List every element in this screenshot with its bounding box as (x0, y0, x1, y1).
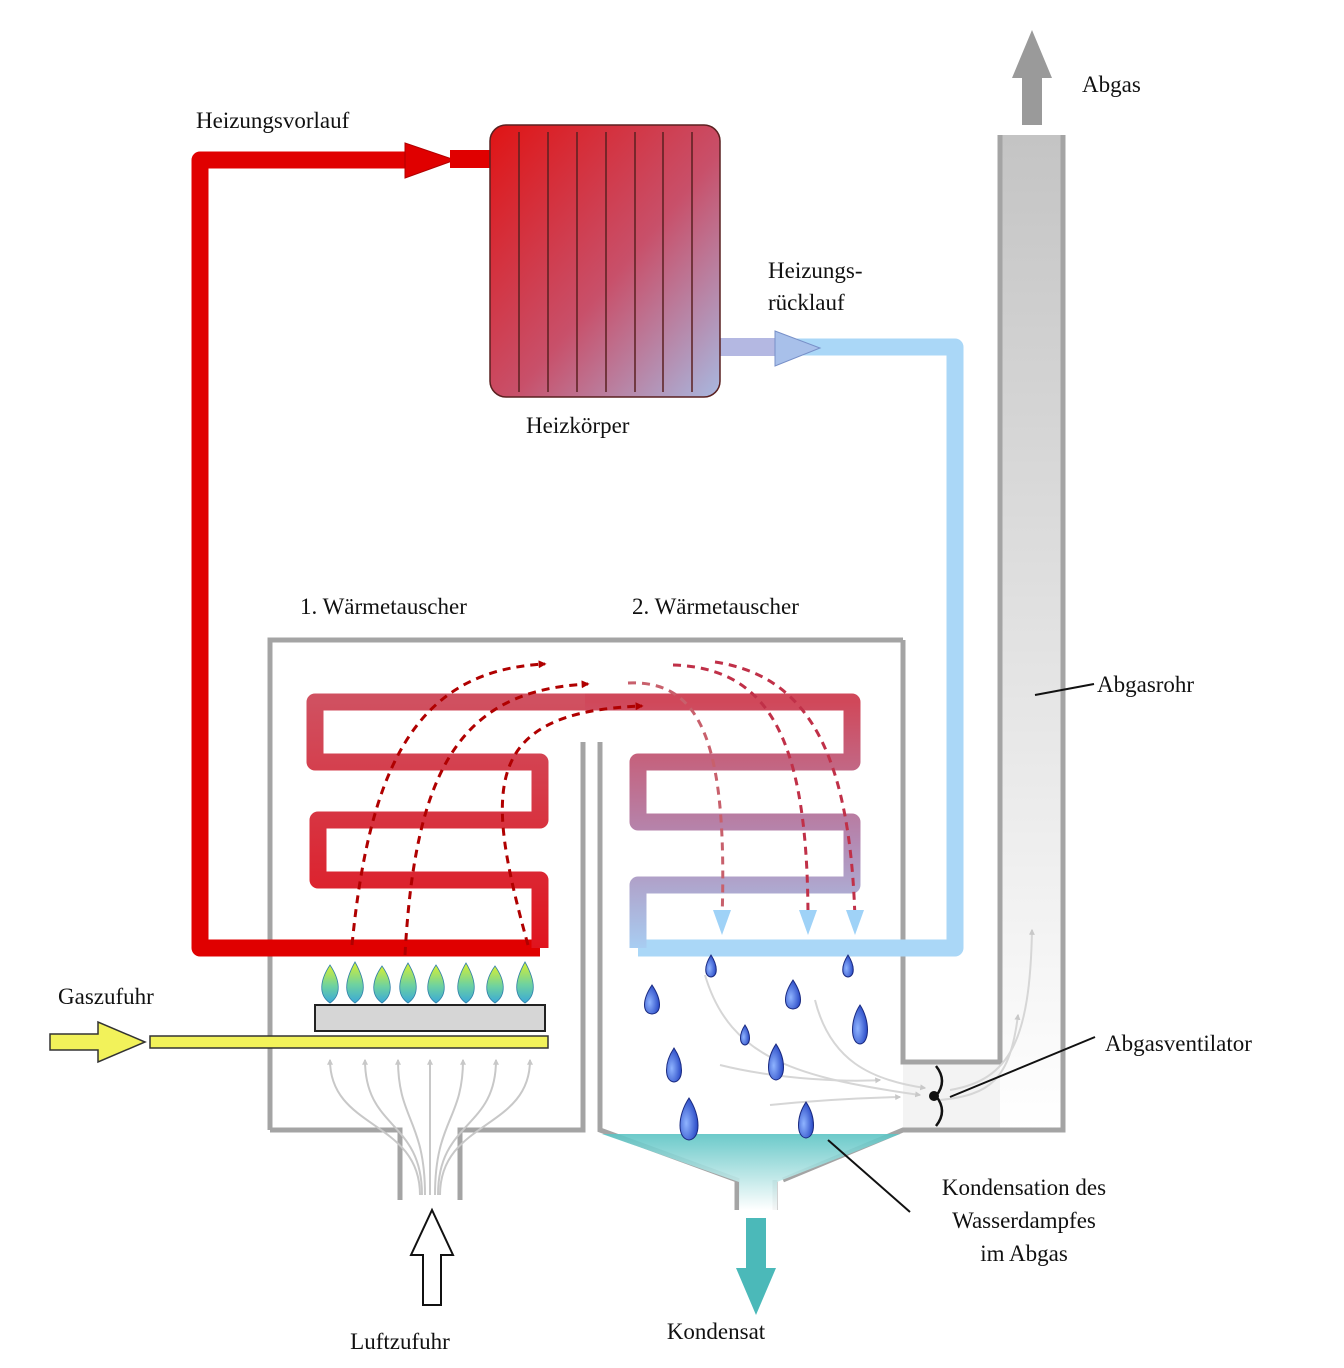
return-line-label-1: Heizungs- (768, 258, 863, 283)
hot-gas-flow (350, 660, 644, 956)
condensation-drops (644, 954, 868, 1141)
supply-line-label: Heizungsvorlauf (196, 108, 350, 133)
gas-supply-arrow (49, 1020, 147, 1064)
radiator-label: Heizkörper (526, 413, 630, 438)
condensation-label-1: Kondensation des (942, 1175, 1106, 1200)
supply-line-pipe (191, 151, 540, 957)
gas-supply-label: Gaszufuhr (58, 984, 154, 1009)
heat-exchanger-2-coil (585, 693, 861, 948)
return-line-pipe (638, 338, 964, 957)
return-line-label-2: rücklauf (768, 290, 845, 315)
gas-pipe (149, 1035, 549, 1049)
cooled-gas-arrowheads (713, 910, 864, 935)
condensate-label: Kondensat (667, 1319, 766, 1344)
exhaust-up-arrow (1012, 30, 1052, 125)
leader-lines (827, 683, 1096, 1213)
condensate-arrow (736, 1218, 776, 1315)
radiator (489, 124, 721, 398)
heat-exchanger-1-label: 1. Wärmetauscher (300, 594, 467, 619)
return-arrow (774, 330, 822, 367)
burner (314, 1004, 546, 1032)
air-supply-label: Luftzufuhr (350, 1329, 450, 1354)
supply-arrow (404, 142, 457, 179)
air-supply-arrow (409, 1207, 455, 1306)
burner-flames (321, 961, 534, 1004)
condensate-funnel (602, 1134, 900, 1210)
exhaust-pipe-label: Abgasrohr (1097, 672, 1194, 697)
exhaust-label: Abgas (1082, 72, 1141, 97)
heat-exchanger-1-coil (306, 693, 585, 948)
condensation-label-3: im Abgas (980, 1241, 1068, 1266)
cooled-gas-flow (627, 660, 857, 921)
heat-exchanger-2-label: 2. Wärmetauscher (632, 594, 799, 619)
exhaust-fan-label: Abgasventilator (1105, 1031, 1252, 1056)
air-intake-streamlines (327, 1058, 533, 1196)
condensation-label-2: Wasserdampfes (952, 1208, 1096, 1233)
exhaust-fan (929, 1065, 944, 1127)
